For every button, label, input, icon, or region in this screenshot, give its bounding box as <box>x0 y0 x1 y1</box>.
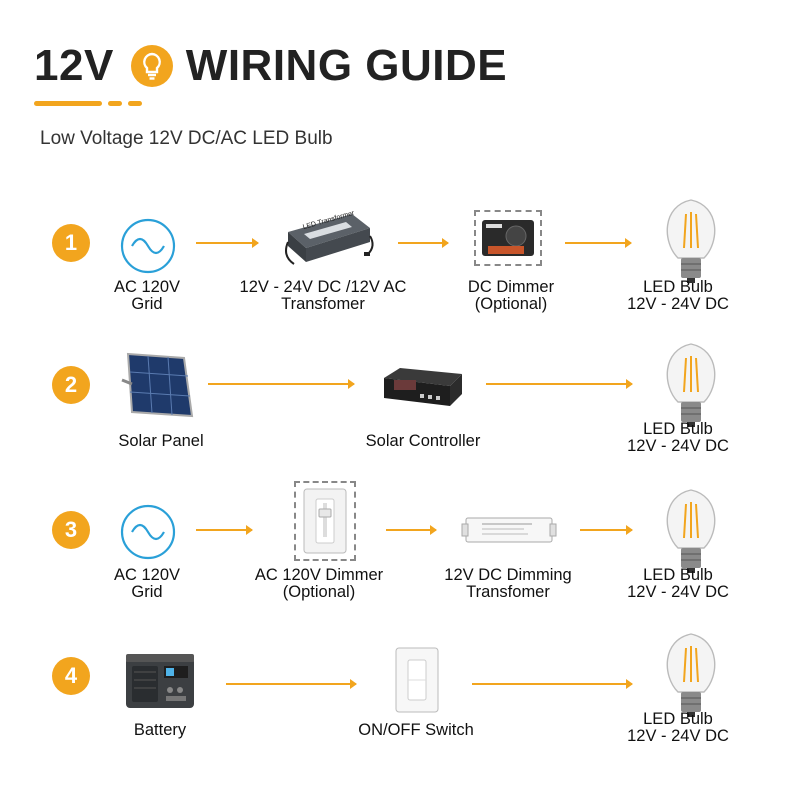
led-bulb-icon-1 <box>666 199 716 283</box>
label-battery: Battery <box>133 721 187 739</box>
led-transformer-icon <box>285 214 374 265</box>
led-bulb-icon-2 <box>666 343 716 427</box>
label-ac-dimmer: AC 120V Dimmer(Optional) <box>254 566 384 601</box>
solar-controller-icon <box>384 368 462 406</box>
arrow-3b <box>386 525 437 535</box>
arrow-1a <box>196 238 259 248</box>
ac-dimmer-icon <box>303 488 347 554</box>
solar-panel-icon <box>121 352 194 418</box>
label-solar-panel: Solar Panel <box>118 432 204 450</box>
ac-grid-icon <box>120 218 176 274</box>
ac-dimmer-frame <box>294 481 356 561</box>
on-off-switch-icon <box>395 647 439 713</box>
title-left: 12V <box>34 41 114 90</box>
step-badge-2: 2 <box>52 366 90 404</box>
dc-dimmer-icon <box>482 220 534 256</box>
dimming-transformer-icon <box>461 517 557 543</box>
arrow-4a <box>226 679 357 689</box>
led-bulb-icon-4 <box>666 633 716 717</box>
label-solar-controller: Solar Controller <box>365 432 481 450</box>
dc-dimmer-frame <box>474 210 542 266</box>
arrow-3a <box>196 525 253 535</box>
page-title: 12V WIRING GUIDE <box>34 44 507 88</box>
arrow-3c <box>580 525 633 535</box>
label-on-off-switch: ON/OFF Switch <box>358 721 474 739</box>
ac-grid-icon-3 <box>120 504 176 560</box>
arrow-2b <box>486 379 633 389</box>
step-badge-3: 3 <box>52 511 90 549</box>
title-right: WIRING GUIDE <box>185 41 508 90</box>
arrow-1b <box>398 238 449 248</box>
lightbulb-icon <box>130 44 174 88</box>
led-bulb-icon-3 <box>666 489 716 573</box>
step-badge-1: 1 <box>52 224 90 262</box>
title-underline <box>34 101 142 106</box>
step-badge-4: 4 <box>52 657 90 695</box>
label-dc-dimmer: DC Dimmer(Optional) <box>467 278 555 313</box>
arrow-2a <box>208 379 355 389</box>
page-subtitle: Low Voltage 12V DC/AC LED Bulb <box>40 128 333 149</box>
battery-icon <box>126 654 194 708</box>
arrow-4b <box>472 679 633 689</box>
arrow-1c <box>565 238 632 248</box>
